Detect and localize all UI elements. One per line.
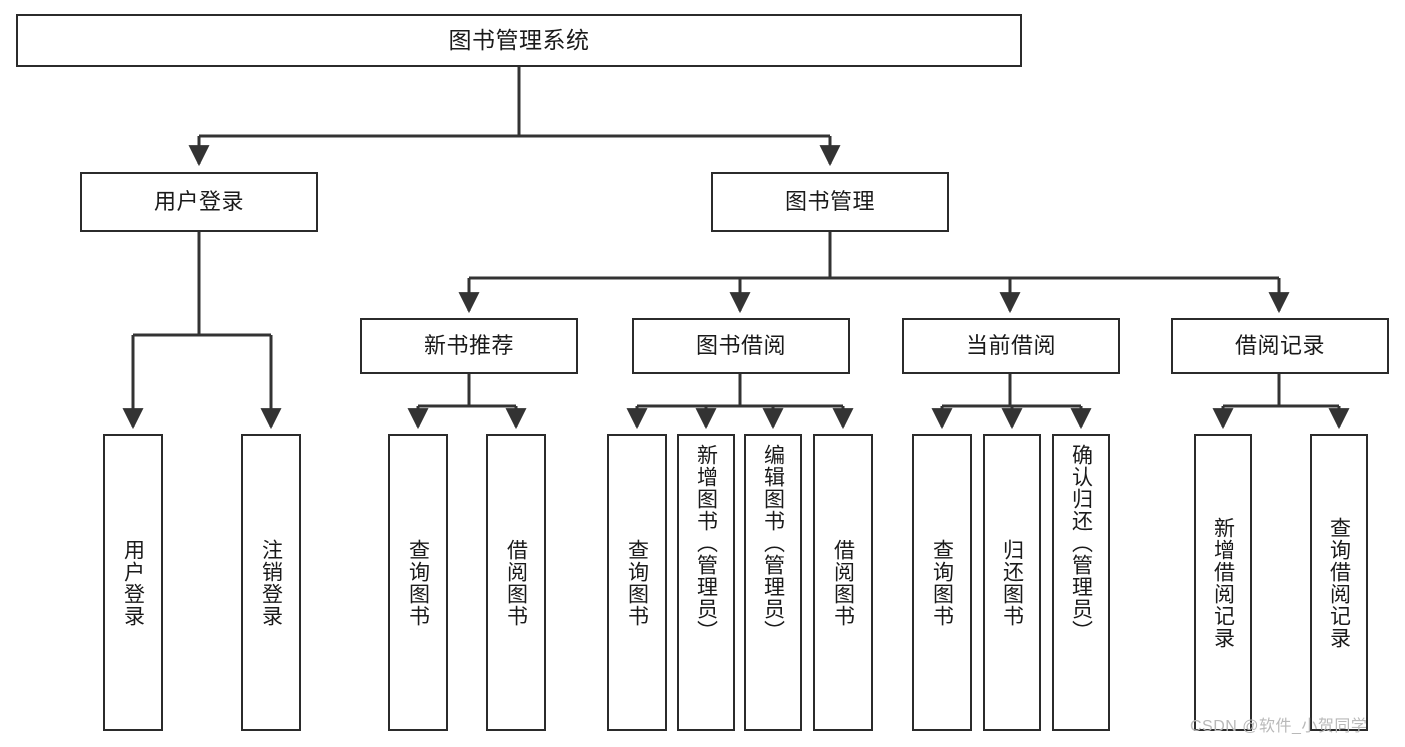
leaf-borrow-record-query-label: 查询借阅记录	[1327, 516, 1351, 649]
leaf-book-borrow-edit[interactable]: 编辑图书（管理员）	[744, 434, 802, 731]
leaf-user-login-signout-label: 注销登录	[259, 538, 283, 627]
leaf-current-borrow-return[interactable]: 归还图书	[983, 434, 1041, 731]
node-book-management-label: 图书管理	[784, 188, 875, 214]
leaf-book-borrow-add-label: 新增图书（管理员）	[694, 444, 718, 642]
leaf-borrow-record-query[interactable]: 查询借阅记录	[1310, 434, 1368, 731]
node-root-system-label: 图书管理系统	[448, 26, 590, 53]
leaf-new-book-query[interactable]: 查询图书	[388, 434, 448, 731]
leaf-book-borrow-add[interactable]: 新增图书（管理员）	[677, 434, 735, 731]
leaf-book-borrow-edit-label: 编辑图书（管理员）	[761, 444, 785, 642]
leaf-user-login-signin[interactable]: 用户登录	[103, 434, 163, 731]
leaf-user-login-signin-label: 用户登录	[121, 538, 145, 627]
csdn-watermark: CSDN @软件_小贺同学	[1190, 718, 1368, 735]
node-current-borrow[interactable]: 当前借阅	[902, 318, 1120, 374]
leaf-current-borrow-query[interactable]: 查询图书	[912, 434, 972, 731]
leaf-borrow-record-add-label: 新增借阅记录	[1211, 516, 1235, 649]
node-user-login[interactable]: 用户登录	[80, 172, 318, 232]
node-borrow-record[interactable]: 借阅记录	[1171, 318, 1389, 374]
leaf-new-book-borrow[interactable]: 借阅图书	[486, 434, 546, 731]
node-book-borrow[interactable]: 图书借阅	[632, 318, 850, 374]
node-user-login-label: 用户登录	[153, 188, 244, 214]
node-book-management[interactable]: 图书管理	[711, 172, 949, 232]
leaf-book-borrow-lend[interactable]: 借阅图书	[813, 434, 873, 731]
leaf-current-borrow-return-label: 归还图书	[1000, 538, 1024, 627]
leaf-current-borrow-confirm-label: 确认归还（管理员）	[1069, 444, 1093, 642]
node-book-borrow-label: 图书借阅	[695, 332, 786, 358]
leaf-book-borrow-query-label: 查询图书	[625, 538, 649, 627]
leaf-borrow-record-add[interactable]: 新增借阅记录	[1194, 434, 1252, 731]
leaf-new-book-borrow-label: 借阅图书	[504, 538, 528, 627]
node-new-book-recommend-label: 新书推荐	[423, 332, 514, 358]
leaf-user-login-signout[interactable]: 注销登录	[241, 434, 301, 731]
leaf-book-borrow-lend-label: 借阅图书	[831, 538, 855, 627]
node-borrow-record-label: 借阅记录	[1234, 332, 1325, 358]
leaf-current-borrow-confirm[interactable]: 确认归还（管理员）	[1052, 434, 1110, 731]
node-current-borrow-label: 当前借阅	[965, 332, 1056, 358]
node-new-book-recommend[interactable]: 新书推荐	[360, 318, 578, 374]
leaf-current-borrow-query-label: 查询图书	[930, 538, 954, 627]
leaf-book-borrow-query[interactable]: 查询图书	[607, 434, 667, 731]
leaf-new-book-query-label: 查询图书	[406, 538, 430, 627]
node-root-system[interactable]: 图书管理系统	[16, 14, 1022, 67]
